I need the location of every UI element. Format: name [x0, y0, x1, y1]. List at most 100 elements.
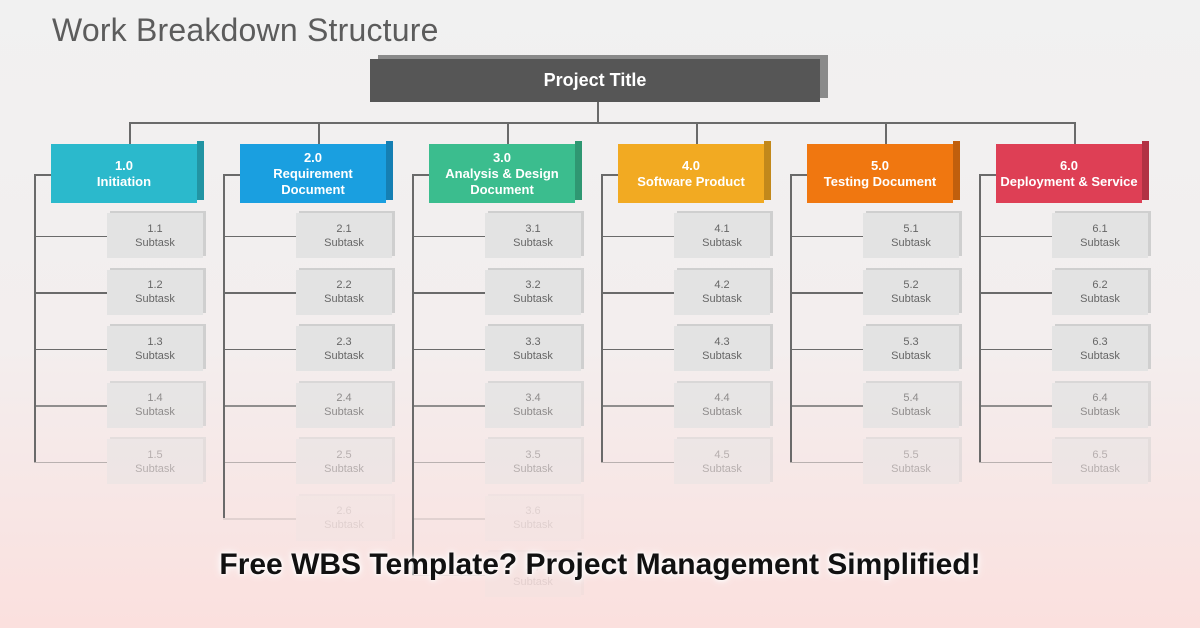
subtask-connector: [601, 461, 674, 463]
subtask-connector: [34, 292, 107, 294]
subtask-label: Subtask: [891, 406, 931, 418]
subtask-number: 2.6: [336, 505, 352, 517]
subtask-connector: [223, 292, 296, 294]
subtask-connector: [601, 348, 674, 350]
subtask-label: Subtask: [702, 236, 742, 249]
subtask-label: Subtask: [891, 462, 931, 475]
subtask-connector: [601, 292, 674, 294]
subtask-number: 3.5: [525, 448, 541, 461]
subtask-label: Subtask: [324, 406, 364, 418]
category-connector: [885, 122, 887, 144]
subtask-number: 6.3: [1092, 335, 1108, 348]
subtask-label: Subtask: [891, 236, 931, 249]
subtask-label: Subtask: [1080, 462, 1120, 475]
subtask-number: 2.5: [336, 448, 352, 461]
project-title-box: Project Title: [370, 59, 820, 102]
category-number: 2.0: [303, 149, 323, 165]
subtask-connector: [412, 461, 485, 463]
subtask-label: Subtask: [135, 293, 175, 305]
subtask-connector: [979, 292, 1052, 294]
category-label: Analysis & Design Document: [445, 165, 559, 197]
subtask-label: Subtask: [1080, 349, 1120, 362]
subtask-connector: [34, 235, 107, 237]
subtask-number: 5.5: [903, 448, 919, 461]
subtask-connector: [790, 348, 863, 350]
spine-line: [223, 175, 225, 518]
spine-cap: [601, 174, 618, 176]
subtask-connector: [601, 235, 674, 237]
caption-banner: Free WBS Template? Project Management Si…: [219, 548, 981, 581]
subtask-label: Subtask: [1080, 236, 1120, 249]
subtask-number: 6.5: [1092, 448, 1108, 461]
subtask-number: 6.2: [1092, 279, 1108, 291]
subtask-connector: [412, 518, 485, 520]
subtask-label: Subtask: [324, 349, 364, 362]
subtask-connector: [223, 518, 296, 520]
subtask-connector: [790, 461, 863, 463]
subtask-connector: [223, 461, 296, 463]
category-connector: [507, 122, 509, 144]
subtask-number: 6.4: [1092, 392, 1108, 404]
category-connector: [129, 122, 131, 144]
subtask-label: Subtask: [135, 406, 175, 418]
subtask-number: 5.2: [903, 279, 919, 291]
subtask-number: 2.2: [336, 279, 352, 291]
subtask-number: 3.4: [525, 392, 541, 404]
project-stem: [597, 102, 599, 123]
spine-cap: [412, 174, 429, 176]
spine-line: [979, 175, 981, 462]
subtask-connector: [979, 461, 1052, 463]
subtask-connector: [790, 235, 863, 237]
subtask-connector: [979, 405, 1052, 407]
subtask-number: 2.3: [336, 335, 352, 348]
subtask-number: 1.3: [147, 335, 163, 348]
subtask-label: Subtask: [702, 406, 742, 418]
subtask-connector: [223, 348, 296, 350]
subtask-number: 3.7: [525, 561, 541, 574]
subtask-number: 4.5: [714, 448, 730, 461]
category-number: 3.0: [492, 149, 512, 165]
subtask-label: Subtask: [1080, 293, 1120, 305]
diagram-title: Work Breakdown Structure: [52, 12, 439, 48]
subtask-label: Subtask: [513, 406, 553, 418]
subtask-number: 3.2: [525, 279, 541, 291]
subtask-connector: [223, 405, 296, 407]
subtask-label: Subtask: [513, 462, 553, 475]
subtask-label: Subtask: [513, 349, 553, 362]
subtask-connector: [790, 292, 863, 294]
category-number: 6.0: [1059, 157, 1079, 173]
spine-cap: [979, 174, 996, 176]
subtask-number: 4.2: [714, 279, 730, 291]
subtask-number: 2.1: [336, 222, 352, 235]
project-title-text: Project Title: [543, 70, 647, 90]
subtask-label: Subtask: [135, 236, 175, 249]
subtask-label: Subtask: [702, 293, 742, 305]
subtask-number: 5.3: [903, 335, 919, 348]
subtask-label: Subtask: [324, 293, 364, 305]
subtask-number: 1.2: [147, 279, 163, 291]
category-label: Software Product: [637, 173, 745, 189]
subtask-connector: [34, 405, 107, 407]
category-number: 4.0: [681, 157, 701, 173]
subtask-label: Subtask: [324, 519, 364, 531]
